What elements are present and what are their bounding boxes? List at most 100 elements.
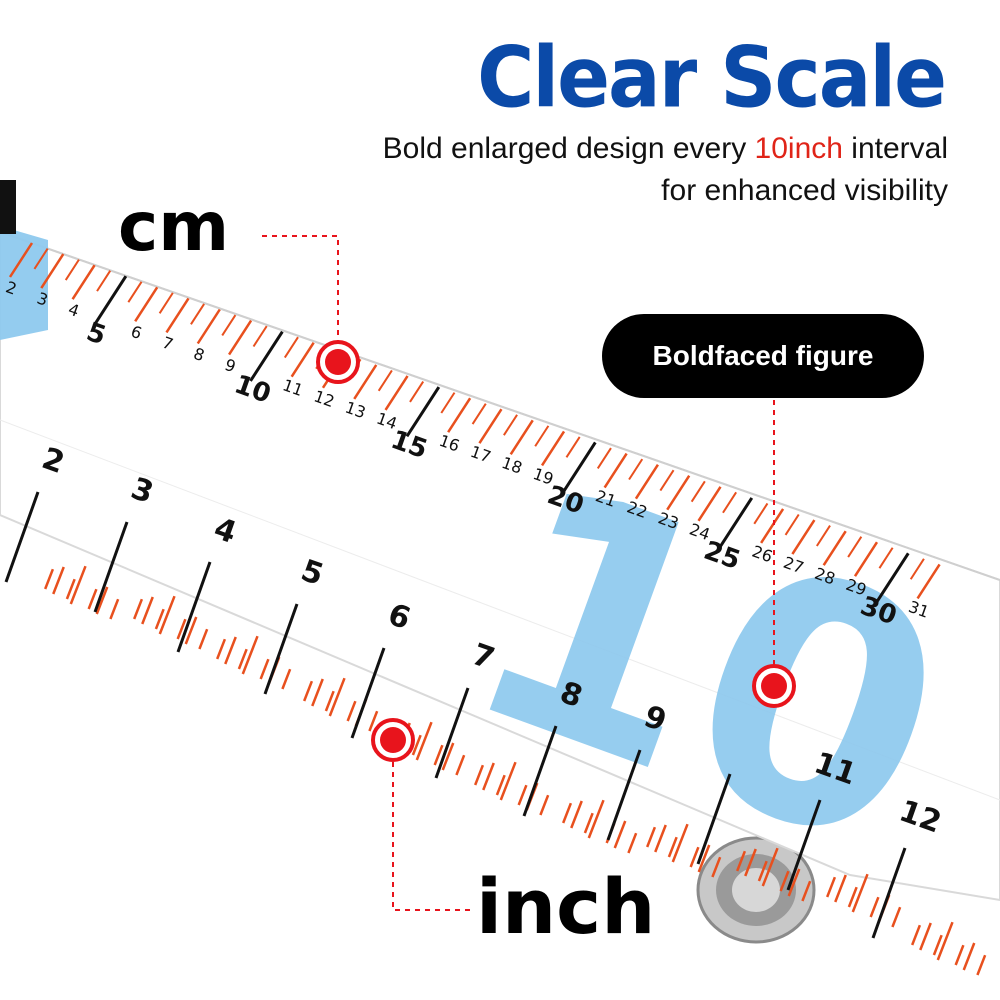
inch-tick-3 (93, 521, 129, 613)
inch-minor-tick (570, 800, 583, 829)
cm-half-tick (659, 469, 675, 492)
tape-holder (0, 180, 16, 234)
inch-minor-tick (441, 742, 455, 771)
inch-minor-tick (198, 628, 209, 650)
cm-tick-15 (405, 386, 441, 438)
subtitle-line-1: Bold enlarged design every 10inch interv… (383, 128, 948, 170)
cm-half-tick (127, 281, 143, 303)
cm-tick-8 (196, 308, 221, 345)
inch-minor-tick (587, 799, 605, 839)
cm-tick-13 (353, 364, 378, 400)
inch-minor-tick (936, 921, 954, 961)
cm-half-tick (503, 414, 518, 436)
inch-minor-tick (368, 710, 379, 732)
inch-minor-tick (761, 847, 779, 887)
cm-tick-28 (822, 530, 847, 566)
cm-tick-10 (249, 330, 284, 382)
inch-minor-tick (779, 870, 790, 892)
inch-callout-line (392, 742, 475, 911)
cm-tick-2 (8, 242, 34, 278)
cm-tick-11 (290, 342, 315, 378)
cm-half-tick (628, 458, 644, 481)
subtitle: Bold enlarged design every 10inch interv… (383, 128, 948, 212)
cm-tick-25 (718, 497, 754, 549)
inch-minor-tick (851, 873, 869, 913)
cm-half-tick (96, 270, 112, 292)
inch-minor-tick (962, 942, 976, 971)
subtitle-text-pre: Bold enlarged design every (382, 132, 755, 165)
cm-tick-4 (71, 264, 96, 300)
inch-minor-tick (216, 638, 227, 660)
cm-half-tick (409, 380, 425, 403)
inch-minor-tick (176, 618, 187, 640)
inch-tick-12 (871, 847, 907, 939)
inch-minor-tick (539, 794, 550, 816)
inch-minor-tick (689, 846, 700, 868)
inch-minor-tick (69, 565, 87, 605)
inch-minor-tick (311, 678, 324, 707)
inch-minor-tick (87, 588, 98, 610)
cm-half-tick (190, 303, 205, 325)
inch-minor-tick (328, 677, 346, 717)
cm-tick-7 (165, 297, 190, 334)
tape-strip (0, 230, 1000, 902)
inch-minor-tick (281, 668, 292, 690)
subtitle-highlight: 10inch (754, 132, 843, 165)
inch-minor-tick (744, 848, 757, 877)
inch-tick-10 (696, 773, 732, 865)
cm-half-tick (377, 369, 393, 392)
cm-tick-18 (509, 419, 534, 455)
cm-half-tick (878, 547, 894, 569)
inch-minor-tick (869, 896, 880, 918)
inch-minor-tick (667, 836, 678, 858)
inch-minor-tick (801, 880, 812, 902)
inch-minor-tick (109, 598, 120, 620)
cm-tick-21 (603, 452, 628, 489)
inch-label: inch (476, 862, 656, 951)
boldfaced-figure-badge: Boldfaced figure (602, 314, 924, 398)
inch-minor-tick (847, 886, 858, 908)
inch-minor-tick (303, 680, 314, 702)
inch-minor-tick (482, 762, 495, 791)
inch-minor-tick (455, 754, 466, 776)
cm-tick-6 (134, 286, 159, 323)
cm-half-tick (534, 425, 550, 447)
tape-roll (696, 836, 816, 944)
inch-minor-tick (919, 922, 932, 951)
inch-minor-tick (44, 568, 55, 590)
inch-minor-tick (411, 734, 422, 756)
cm-tick-23 (666, 475, 691, 511)
cm-callout-line (262, 235, 339, 362)
cm-half-tick (816, 525, 831, 547)
inch-minor-tick (237, 648, 248, 670)
cm-half-tick (753, 502, 769, 525)
inch-tick-4 (176, 561, 212, 653)
callout-lines (262, 235, 775, 911)
inch-minor-tick (495, 774, 506, 796)
inch-minor-tick (583, 812, 594, 834)
inch-minor-tick (787, 868, 801, 897)
inch-minor-tick (241, 635, 259, 675)
inch-minor-tick (671, 823, 689, 863)
cm-half-tick (283, 336, 299, 359)
cm-half-tick (471, 403, 487, 425)
cm-half-tick (847, 536, 863, 558)
cm-tick-31 (916, 563, 941, 600)
subtitle-line-2: for enhanced visibility (661, 174, 948, 207)
cm-half-tick (565, 436, 581, 458)
inch-minor-tick (654, 824, 667, 853)
inch-tick-6 (350, 647, 386, 739)
cm-half-tick (909, 558, 925, 580)
inch-minor-tick (499, 761, 517, 801)
cm-tick-29 (853, 541, 879, 577)
inch-minor-tick (433, 744, 444, 766)
cm-half-tick (690, 480, 706, 503)
cm-half-tick (64, 259, 80, 281)
inch-minor-tick (976, 954, 987, 976)
inch-minor-tick (517, 784, 528, 806)
inch-minor-tick (158, 595, 176, 635)
cm-tick-3 (40, 253, 65, 289)
boldfaced-marker (752, 664, 796, 708)
cm-half-tick (440, 392, 456, 414)
